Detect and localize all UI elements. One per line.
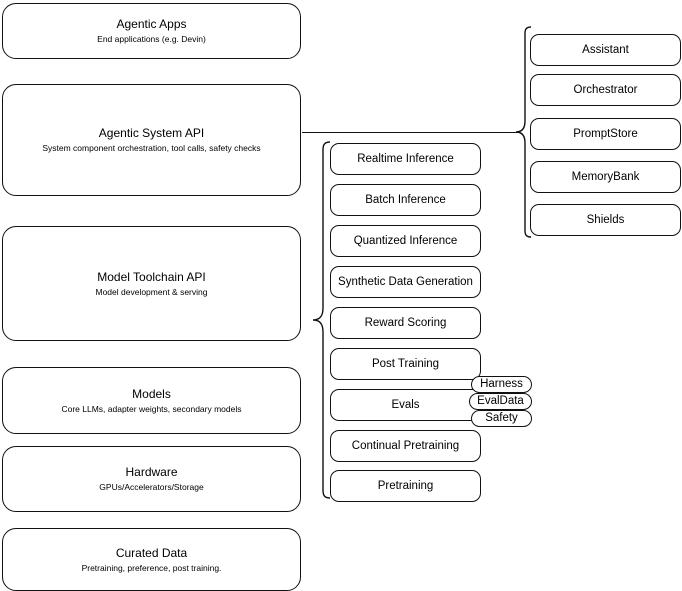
layer-box-agentic-system-api[interactable]: Agentic System API System component orch… xyxy=(2,84,301,196)
layer-subtitle: GPUs/Accelerators/Storage xyxy=(99,482,204,492)
toolchain-box-reward-scoring[interactable]: Reward Scoring xyxy=(330,307,481,339)
layer-box-model-toolchain-api[interactable]: Model Toolchain API Model development & … xyxy=(2,226,301,341)
toolchain-box-continual-pretraining[interactable]: Continual Pretraining xyxy=(330,430,481,462)
layer-title: Curated Data xyxy=(115,545,188,560)
toolchain-label: Synthetic Data Generation xyxy=(338,275,473,288)
layer-title: Hardware xyxy=(125,465,178,479)
system-label: Shields xyxy=(586,213,625,226)
layer-title: Agentic System API xyxy=(98,126,205,140)
layer-subtitle: System component orchestration, tool cal… xyxy=(42,143,261,153)
layer-subtitle: Model development & serving xyxy=(95,286,208,297)
system-box-shields[interactable]: Shields xyxy=(530,204,681,236)
toolchain-box-quantized-inference[interactable]: Quantized Inference xyxy=(330,225,481,257)
layer-subtitle: Core LLMs, adapter weights, secondary mo… xyxy=(61,403,242,414)
toolchain-box-evals[interactable]: Evals xyxy=(330,389,481,421)
layer-box-curated-data[interactable]: Curated Data Pretraining, preference, po… xyxy=(2,528,301,591)
toolchain-box-synthetic-data-generation[interactable]: Synthetic Data Generation xyxy=(330,266,481,298)
toolchain-label: Reward Scoring xyxy=(364,316,447,329)
toolchain-box-batch-inference[interactable]: Batch Inference xyxy=(330,184,481,216)
layer-box-hardware[interactable]: Hardware GPUs/Accelerators/Storage xyxy=(2,446,301,512)
toolchain-box-realtime-inference[interactable]: Realtime Inference xyxy=(330,143,481,175)
system-label: MemoryBank xyxy=(571,170,640,183)
toolchain-box-pretraining[interactable]: Pretraining xyxy=(330,470,481,502)
layer-subtitle: Pretraining, preference, post training. xyxy=(81,562,222,573)
brace-system-components xyxy=(515,26,532,238)
connector-line-system-api-to-components xyxy=(302,132,519,134)
system-box-memorybank[interactable]: MemoryBank xyxy=(530,161,681,193)
system-box-promptstore[interactable]: PromptStore xyxy=(530,118,681,150)
layer-title: Agentic Apps xyxy=(116,17,187,31)
toolchain-box-post-training[interactable]: Post Training xyxy=(330,348,481,380)
system-label: Assistant xyxy=(582,43,629,56)
layer-subtitle: End applications (e.g. Devin) xyxy=(97,34,206,44)
layer-title: Model Toolchain API xyxy=(97,269,206,284)
system-box-assistant[interactable]: Assistant xyxy=(530,34,681,66)
brace-toolchain xyxy=(312,141,331,499)
toolchain-label: Post Training xyxy=(371,357,440,370)
toolchain-label: Continual Pretraining xyxy=(351,439,460,452)
eval-badge-safety[interactable]: Safety xyxy=(471,410,532,427)
toolchain-label: Pretraining xyxy=(377,479,434,492)
toolchain-label: Batch Inference xyxy=(365,193,446,206)
eval-badge-harness[interactable]: Harness xyxy=(471,376,532,393)
toolchain-label: Realtime Inference xyxy=(357,152,454,165)
layer-title: Models xyxy=(132,386,171,401)
system-box-orchestrator[interactable]: Orchestrator xyxy=(530,74,681,106)
eval-badge-evaldata[interactable]: EvalData xyxy=(469,393,532,410)
toolchain-label: Quantized Inference xyxy=(353,234,458,247)
layer-box-agentic-apps[interactable]: Agentic Apps End applications (e.g. Devi… xyxy=(2,3,301,59)
system-label: Orchestrator xyxy=(573,83,638,96)
system-label: PromptStore xyxy=(573,127,638,140)
toolchain-label: Evals xyxy=(391,398,420,411)
layer-box-models[interactable]: Models Core LLMs, adapter weights, secon… xyxy=(2,367,301,434)
